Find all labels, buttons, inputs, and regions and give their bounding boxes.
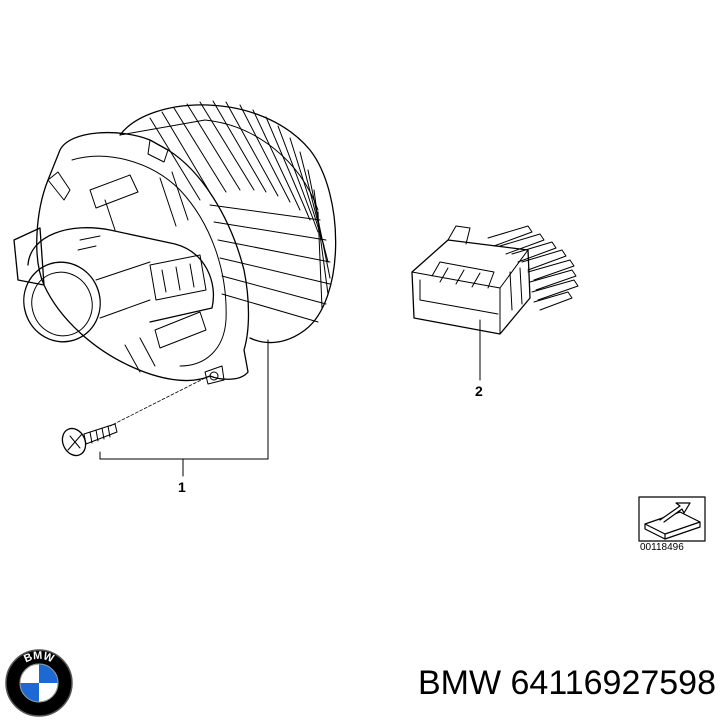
direction-arrow-icon (638, 496, 706, 542)
callout-1-bracket (99, 339, 269, 477)
callout-number-1: 1 (178, 479, 186, 495)
blower-resistor (411, 225, 579, 381)
document-id: 00118496 (640, 542, 684, 553)
part-caption: BMW 64116927598 (372, 664, 716, 703)
part-number: 64116927598 (510, 664, 716, 702)
screw (61, 423, 118, 457)
brand-name: BMW (417, 664, 502, 702)
callout-number-2: 2 (475, 383, 483, 399)
blower-motor-assembly (13, 100, 337, 427)
bmw-logo: BMW (5, 649, 73, 717)
